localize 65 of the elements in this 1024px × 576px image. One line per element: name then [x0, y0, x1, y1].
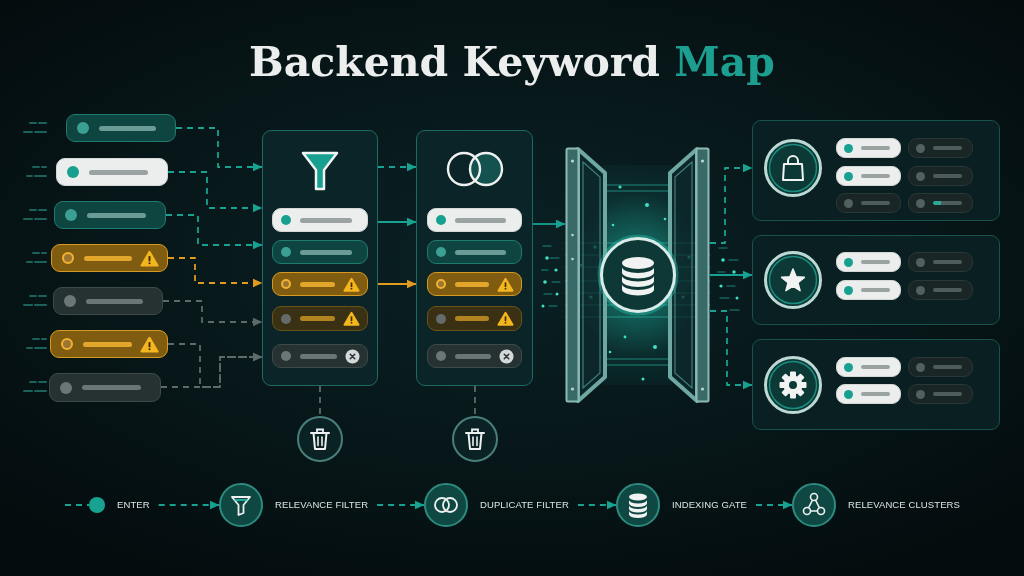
arrow [167, 257, 263, 288]
keyword-pill [908, 252, 973, 272]
arrow [165, 214, 263, 250]
keyword-pill [54, 201, 166, 229]
keyword-pill [908, 193, 973, 213]
keyword-pill [908, 166, 973, 186]
arrow [709, 163, 753, 244]
keyword-pill [272, 344, 368, 368]
filter-panel [416, 130, 533, 386]
arrow [167, 343, 263, 388]
title: Backend Keyword Map [249, 37, 775, 87]
keyword-pill [427, 208, 522, 232]
arrow [377, 217, 417, 227]
keyword-pill [49, 373, 161, 402]
step-label: RELEVANCE CLUSTERS [848, 499, 960, 511]
arrow [532, 219, 566, 229]
connector-line [474, 385, 476, 417]
arrow [160, 352, 263, 388]
arrow [376, 500, 425, 510]
keyword-pill [836, 252, 901, 272]
trash-icon [452, 416, 498, 462]
keyword-pill [836, 193, 901, 213]
arrow [577, 500, 617, 510]
keyword-pill [272, 240, 368, 264]
step-label: ENTER [117, 499, 150, 511]
cluster-panel [752, 235, 1000, 325]
step-label: DUPLICATE FILTER [480, 499, 569, 511]
keyword-pill [836, 384, 901, 404]
trash-icon [297, 416, 343, 462]
keyword-pill [908, 357, 973, 377]
keyword-pill [908, 384, 973, 404]
flagged-keyword-pill [272, 306, 368, 331]
cluster-panel [752, 339, 1000, 430]
cluster-panel [752, 120, 1000, 221]
connector-line [319, 385, 321, 417]
flagged-keyword-pill [272, 272, 368, 296]
arrow [377, 162, 417, 172]
arrow [709, 270, 753, 280]
keyword-pill [427, 240, 522, 264]
flagged-keyword-pill [427, 272, 522, 296]
keyword-pill [56, 158, 168, 186]
connector-line [64, 504, 90, 506]
arrow [377, 279, 417, 289]
step-label: INDEXING GATE [672, 499, 748, 511]
keyword-pill [427, 344, 522, 368]
step-label: RELEVANCE FILTER [275, 499, 369, 511]
filter-panel [262, 130, 378, 386]
arrow [709, 310, 753, 390]
arrow [167, 171, 263, 213]
keyword-pill [836, 357, 901, 377]
arrow [162, 300, 263, 327]
keyword-pill [908, 138, 973, 158]
keyword-pill [908, 280, 973, 300]
keyword-pill [66, 114, 176, 142]
keyword-pill [53, 287, 163, 315]
arrow [175, 127, 263, 172]
flagged-keyword-pill [51, 244, 168, 272]
arrow [157, 500, 220, 510]
keyword-pill [836, 166, 901, 186]
keyword-pill [272, 208, 368, 232]
flagged-keyword-pill [50, 330, 168, 358]
arrow [755, 500, 793, 510]
keyword-pill [836, 280, 901, 300]
keyword-pill [836, 138, 901, 158]
flagged-keyword-pill [427, 306, 522, 331]
